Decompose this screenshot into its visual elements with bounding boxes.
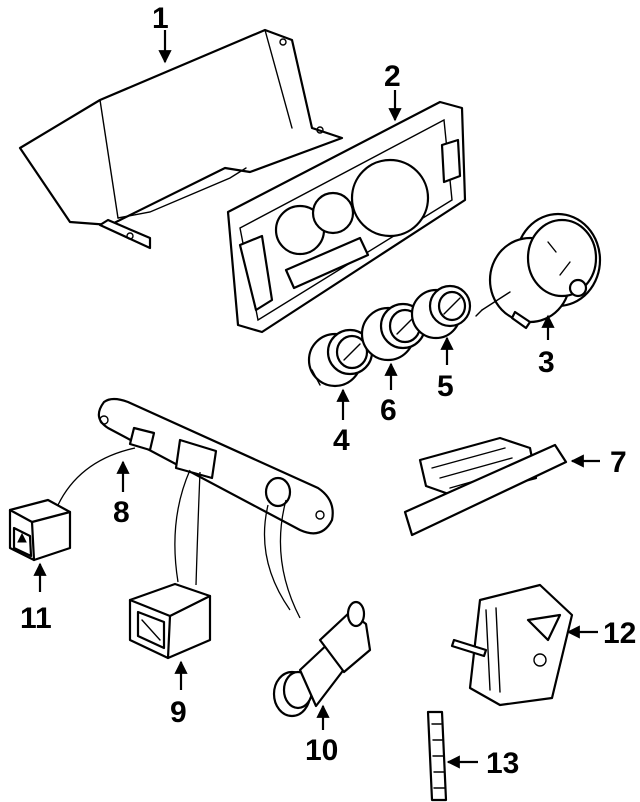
callout-9: 9: [170, 696, 187, 729]
part-7-circuit-strip: [403, 436, 568, 537]
callout-11: 11: [20, 602, 52, 635]
callout-2: 2: [384, 60, 401, 93]
part-12-heater-control: [450, 583, 574, 707]
callout-6: 6: [380, 394, 397, 427]
callout-10: 10: [305, 734, 338, 767]
callout-8: 8: [113, 496, 130, 529]
part-5-small-gauge: [410, 284, 472, 340]
part-8-switch-panel: [97, 397, 334, 535]
part-4-small-gauge: [307, 328, 374, 388]
part-10-cigar-lighter: [263, 499, 372, 718]
part-1-cluster-hood: [18, 28, 344, 250]
part-9-rocker-switch: [128, 469, 212, 660]
part-3-gauge: [475, 212, 602, 330]
part-2-cluster-bezel: [226, 100, 467, 334]
callout-13: 13: [486, 747, 519, 780]
callout-12: 12: [603, 617, 636, 650]
leader-lines: [33, 30, 600, 769]
callout-5: 5: [437, 370, 454, 403]
callout-3: 3: [538, 346, 555, 379]
callout-7: 7: [610, 446, 627, 479]
callout-4: 4: [333, 424, 350, 457]
callout-1: 1: [152, 2, 169, 35]
callout-labels: 1 2 3 4 5 6 7 8 9 10 11 12 13: [20, 2, 636, 780]
part-11-hazard-switch: [8, 447, 136, 562]
part-13-label-strip: [426, 710, 448, 802]
